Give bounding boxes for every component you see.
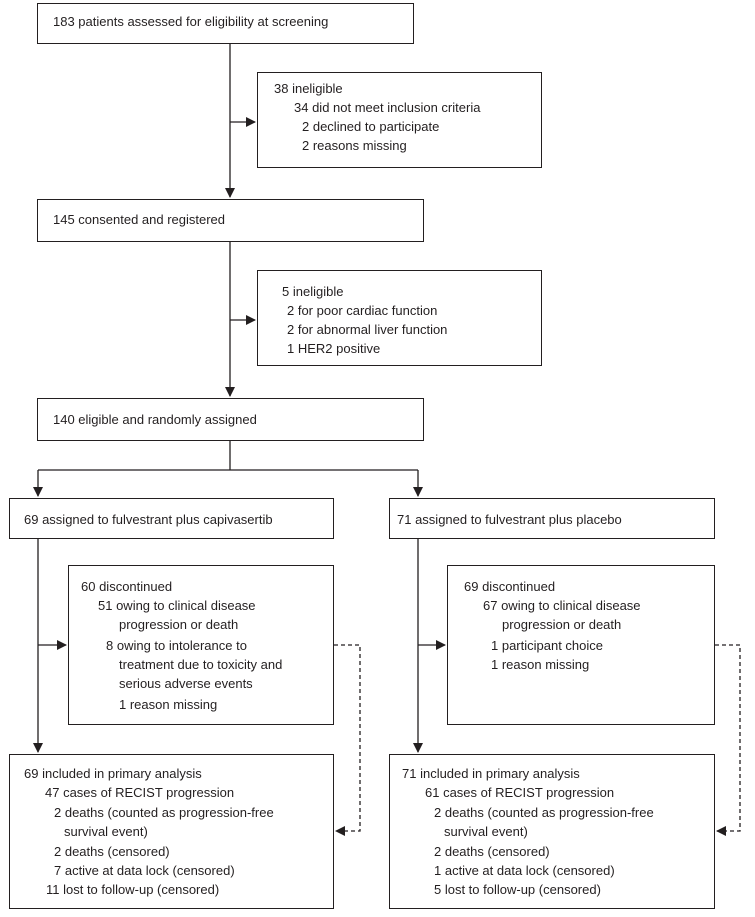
box-text: 11 lost to follow-up (censored) bbox=[46, 882, 220, 897]
registration-exclusion-box: 5 ineligible 2 for poor cardiac function… bbox=[257, 270, 542, 366]
dashed-arrow-placebo-discontinued-to-analysis bbox=[715, 644, 741, 836]
box-text: 5 lost to follow-up (censored) bbox=[434, 882, 601, 897]
box-text: 69 discontinued bbox=[464, 579, 556, 594]
capivasertib-analysis-box: 69 included in primary analysis 47 cases… bbox=[9, 754, 334, 909]
box-text: 5 ineligible bbox=[282, 284, 344, 299]
box-text: 47 cases of RECIST progression bbox=[45, 785, 235, 800]
box-text: 69 assigned to fulvestrant plus capivase… bbox=[24, 512, 273, 527]
box-text: 2 deaths (censored) bbox=[434, 844, 550, 859]
box-text: progression or death bbox=[119, 617, 239, 632]
box-text: 183 patients assessed for eligibility at… bbox=[53, 14, 329, 29]
box-text: survival event) bbox=[444, 824, 528, 839]
box-text: 140 eligible and randomly assigned bbox=[53, 412, 257, 427]
box-text: 34 did not meet inclusion criteria bbox=[294, 100, 481, 115]
placebo-discontinued-box: 69 discontinued 67 owing to clinical dis… bbox=[447, 565, 715, 725]
box-text: survival event) bbox=[64, 824, 148, 839]
box-text: 7 active at data lock (censored) bbox=[54, 863, 235, 878]
box-text: 2 deaths (counted as progression-free bbox=[434, 805, 654, 820]
placebo-assigned-box: 71 assigned to fulvestrant plus placebo bbox=[389, 498, 715, 539]
box-text: 67 owing to clinical disease bbox=[483, 598, 641, 613]
box-text: 1 reason missing bbox=[119, 697, 218, 712]
box-text: 1 reason missing bbox=[491, 657, 590, 672]
box-text: 145 consented and registered bbox=[53, 212, 226, 227]
box-text: 2 for poor cardiac function bbox=[287, 303, 438, 318]
randomised-box: 140 eligible and randomly assigned bbox=[37, 398, 424, 441]
capivasertib-discontinued-box: 60 discontinued 51 owing to clinical dis… bbox=[68, 565, 334, 725]
box-text: 2 declined to participate bbox=[302, 119, 440, 134]
box-text: 38 ineligible bbox=[274, 81, 343, 96]
box-text: 69 included in primary analysis bbox=[24, 766, 202, 781]
screening-exclusion-box: 38 ineligible 34 did not meet inclusion … bbox=[257, 72, 542, 168]
box-text: 61 cases of RECIST progression bbox=[425, 785, 615, 800]
box-text: treatment due to toxicity and bbox=[119, 657, 283, 672]
dashed-arrow-capivasertib-discontinued-to-analysis bbox=[334, 644, 361, 836]
box-text: 8 owing to intolerance to bbox=[106, 638, 247, 653]
box-text: 1 participant choice bbox=[491, 638, 604, 653]
box-text: 71 assigned to fulvestrant plus placebo bbox=[397, 512, 622, 527]
placebo-analysis-box: 71 included in primary analysis 61 cases… bbox=[389, 754, 715, 909]
box-text: 1 HER2 positive bbox=[287, 341, 381, 356]
box-text: 2 deaths (counted as progression-free bbox=[54, 805, 274, 820]
box-text: 71 included in primary analysis bbox=[402, 766, 580, 781]
box-text: 51 owing to clinical disease bbox=[98, 598, 256, 613]
box-text: 2 for abnormal liver function bbox=[287, 322, 448, 337]
box-text: 1 active at data lock (censored) bbox=[434, 863, 615, 878]
box-text: 2 deaths (censored) bbox=[54, 844, 170, 859]
screening-box: 183 patients assessed for eligibility at… bbox=[37, 3, 414, 44]
box-text: serious adverse events bbox=[119, 676, 253, 691]
box-text: progression or death bbox=[502, 617, 622, 632]
box-text: 60 discontinued bbox=[81, 579, 173, 594]
box-text: 2 reasons missing bbox=[302, 138, 407, 153]
registered-box: 145 consented and registered bbox=[37, 199, 424, 242]
capivasertib-assigned-box: 69 assigned to fulvestrant plus capivase… bbox=[9, 498, 334, 539]
